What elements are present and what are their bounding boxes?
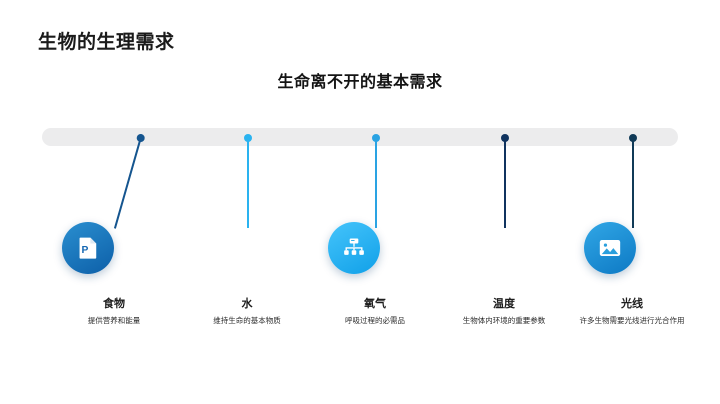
item-label: 水 <box>241 298 253 310</box>
connector-line-1 <box>114 133 146 229</box>
connector-stem <box>632 137 634 228</box>
item-label: 光线 <box>621 298 643 310</box>
connector-stem <box>375 137 377 228</box>
timeline-node-dot-5[interactable] <box>628 134 637 142</box>
timeline-node-dot-3[interactable] <box>371 134 380 142</box>
icon-bubble-food[interactable]: P <box>62 222 114 274</box>
caption-food: 食物 提供营养和能量 <box>44 298 184 326</box>
org-chart-icon <box>341 235 367 261</box>
caption-temperature: 温度 生物体内环境的重要参数 <box>434 298 574 326</box>
caption-water: 水 维持生命的基本物质 <box>177 298 317 326</box>
timeline-node-dot-2[interactable] <box>243 134 252 142</box>
timeline-node-dot-1[interactable] <box>135 133 146 143</box>
item-label: 食物 <box>103 298 125 310</box>
connector-line-4 <box>500 134 509 228</box>
connector-stem <box>114 136 142 229</box>
connector-stem <box>247 137 249 228</box>
list-item-food[interactable]: P 食物 提供营养和能量 <box>44 0 184 404</box>
item-label: 温度 <box>493 298 515 310</box>
caption-light: 光线 许多生物需要光线进行光合作用 <box>562 298 702 326</box>
connector-line-5 <box>628 134 637 228</box>
caption-oxygen: 氧气 呼吸过程的必需品 <box>305 298 445 326</box>
list-item-temperature[interactable]: 温度 生物体内环境的重要参数 <box>434 0 574 404</box>
list-item-light[interactable]: 光线 许多生物需要光线进行光合作用 <box>562 0 702 404</box>
list-item-water[interactable]: 水 维持生命的基本物质 <box>177 0 380 404</box>
connector-stem <box>504 137 506 228</box>
picture-icon <box>597 235 623 261</box>
item-label: 氧气 <box>364 298 386 310</box>
item-description: 提供营养和能量 <box>87 316 141 325</box>
page-subtitle: 生命离不开的基本需求 <box>277 74 443 91</box>
timeline-bar <box>42 128 678 146</box>
item-description: 呼吸过程的必需品 <box>345 316 405 325</box>
timeline-node-dot-4[interactable] <box>500 134 509 142</box>
icon-bubble-water[interactable] <box>328 222 380 274</box>
connector-line-3 <box>371 134 380 228</box>
item-description: 生物体内环境的重要参数 <box>462 316 546 325</box>
item-description: 许多生物需要光线进行光合作用 <box>579 316 685 325</box>
item-description: 维持生命的基本物质 <box>213 316 281 325</box>
page-title: 生物的生理需求 <box>38 32 175 53</box>
svg-text:P: P <box>82 245 89 256</box>
list-item-oxygen[interactable]: 氧气 呼吸过程的必需品 <box>305 0 636 404</box>
connector-line-2 <box>243 134 252 228</box>
icon-bubble-oxygen[interactable] <box>584 222 636 274</box>
powerpoint-file-icon: P <box>75 235 101 261</box>
